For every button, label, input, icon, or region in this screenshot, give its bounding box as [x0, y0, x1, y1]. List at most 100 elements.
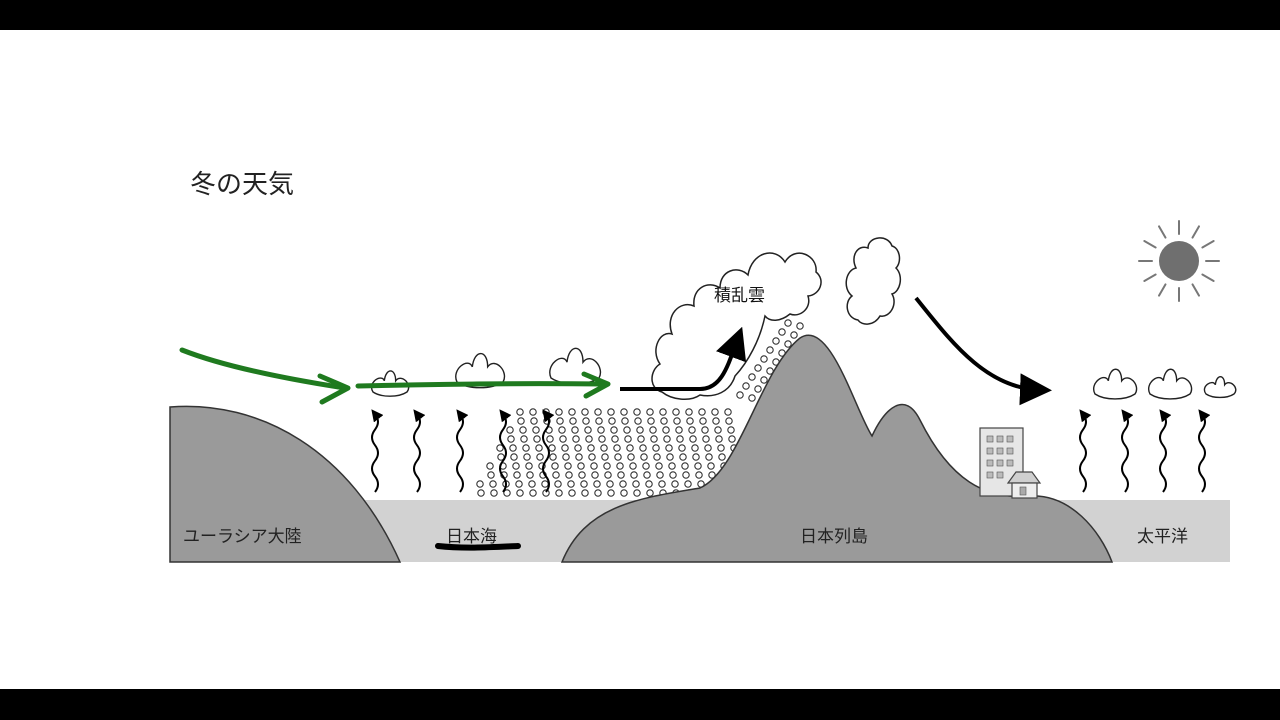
snow-dot [522, 444, 530, 452]
snow-dot [691, 444, 699, 452]
snow-dot [626, 444, 634, 452]
snow-dot [796, 322, 804, 330]
snow-dot [688, 426, 696, 434]
snow-dot [701, 426, 709, 434]
snow-dot [653, 453, 661, 461]
snow-dot [629, 462, 637, 470]
snow-dot [568, 489, 576, 497]
cumulonimbus-cloud [651, 252, 822, 400]
snow-dot [548, 444, 556, 452]
snow-dot [587, 444, 595, 452]
snow-dot [559, 435, 567, 443]
vapor-arrow [413, 409, 426, 493]
snow-dot [530, 417, 538, 425]
snow-dot [600, 444, 608, 452]
snow-dot [672, 408, 680, 416]
snow-dot [580, 480, 588, 488]
snow-dot [536, 453, 544, 461]
snow-dot [760, 355, 768, 363]
snow-dot [784, 319, 792, 327]
snow-dot [515, 480, 523, 488]
vapor-arrow [1121, 409, 1134, 493]
snow-dot [598, 435, 606, 443]
snow-dot [613, 444, 621, 452]
snow-dot [711, 408, 719, 416]
snow-dot [541, 480, 549, 488]
rising-vapor-arrows [371, 409, 1211, 493]
snow-dot [621, 417, 629, 425]
snow-dot [718, 453, 726, 461]
snow-dot [704, 444, 712, 452]
snow-dot [476, 480, 484, 488]
snow-dot [656, 471, 664, 479]
snow-dot [519, 426, 527, 434]
snow-dot [643, 471, 651, 479]
vapor-arrow [1079, 409, 1092, 493]
snow-dot [634, 417, 642, 425]
snow-dot [486, 462, 494, 470]
house-icon [1006, 471, 1042, 499]
small-cloud-icon [1148, 368, 1193, 400]
snow-dot [766, 346, 774, 354]
snow-dot [525, 462, 533, 470]
wind-arrow-descending [914, 296, 1052, 406]
snow-dot [659, 408, 667, 416]
snow-dot [556, 417, 564, 425]
diagram-title: 冬の天気 [190, 170, 294, 200]
snow-dot [554, 480, 562, 488]
snow-dot [533, 435, 541, 443]
snow-dot [623, 426, 631, 434]
snow-dot [748, 394, 756, 402]
snow-dot [673, 417, 681, 425]
snow-dot [496, 444, 504, 452]
snow-dot [760, 376, 768, 384]
wind-arrows-green [179, 347, 611, 405]
snow-dot [685, 408, 693, 416]
snow-dot [642, 462, 650, 470]
snow-dot [577, 462, 585, 470]
snow-dot [607, 489, 615, 497]
snow-dot [582, 417, 590, 425]
snow-dot [490, 489, 498, 497]
snow-dot [650, 435, 658, 443]
snow-dot [477, 489, 485, 497]
snow-dot [675, 426, 683, 434]
snow-dot [624, 435, 632, 443]
snow-dot [565, 471, 573, 479]
snow-dot [535, 444, 543, 452]
snow-dot [585, 435, 593, 443]
snow-dot [640, 453, 648, 461]
sun-ray [1158, 283, 1167, 297]
snow-dot [523, 453, 531, 461]
snow-dot [506, 426, 514, 434]
snow-dot [606, 480, 614, 488]
snow-dot [546, 435, 554, 443]
sun-ray [1143, 240, 1157, 249]
sun-ray [1201, 273, 1215, 282]
small-cloud-icon [845, 237, 902, 325]
snow-dot [636, 426, 644, 434]
snow-dot [604, 471, 612, 479]
snow-dot [686, 417, 694, 425]
snow-dot [611, 435, 619, 443]
vapor-arrow [542, 409, 555, 493]
snow-dot [607, 408, 615, 416]
snow-dot [516, 489, 524, 497]
snow-dot [668, 462, 676, 470]
snow-dot [646, 489, 654, 497]
snow-dot [676, 435, 684, 443]
snow-dot [705, 453, 713, 461]
snow-dot [588, 453, 596, 461]
japan-islands-label: 日本列島 [800, 527, 868, 547]
sea-label-underline [435, 543, 521, 551]
snow-dot [627, 453, 635, 461]
snow-dot [736, 391, 744, 399]
snow-dot [637, 435, 645, 443]
small-cloud-icon [1203, 376, 1237, 399]
vapor-arrow [1159, 409, 1172, 493]
snow-dot [669, 471, 677, 479]
snow-dot [584, 426, 592, 434]
snow-dot [593, 480, 601, 488]
snow-dot [681, 462, 689, 470]
